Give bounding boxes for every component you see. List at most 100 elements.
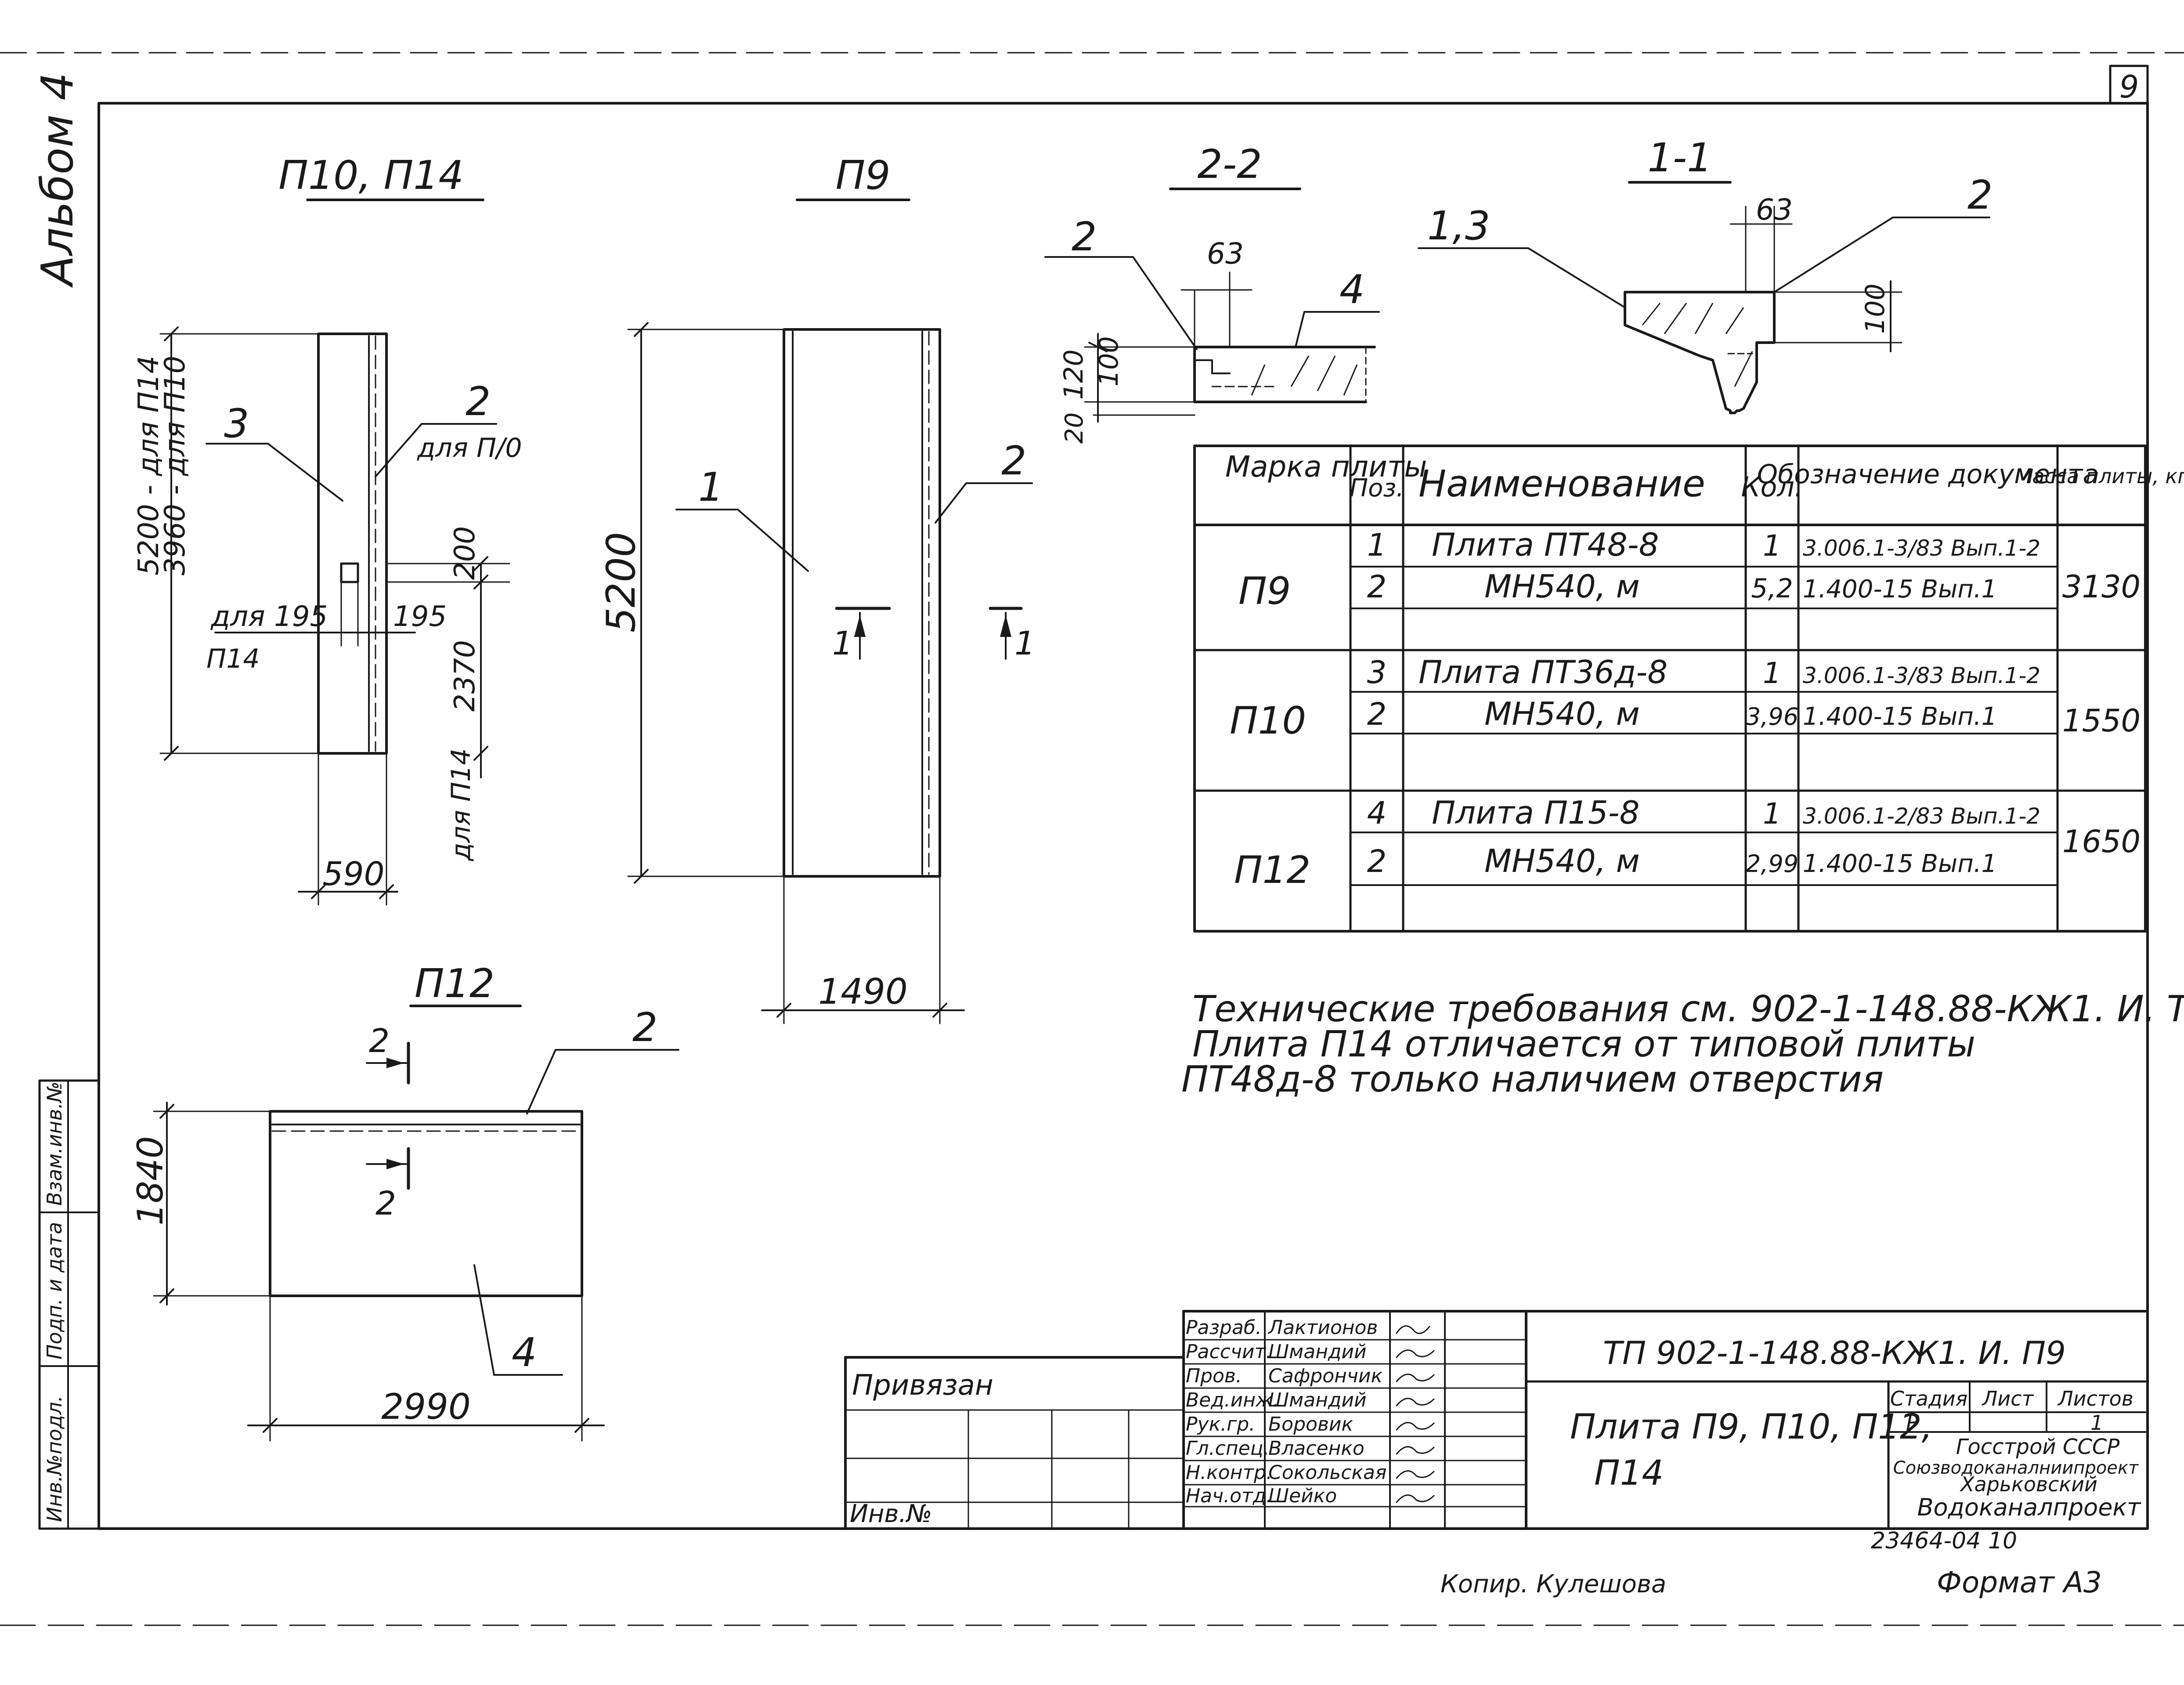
sec11-pos13: 1,3: [1427, 203, 1490, 249]
signer-name: Лактионов: [1267, 1316, 1378, 1339]
p10-dim-length-p10: 3960 - для П10: [159, 356, 191, 575]
p9-dim-width: 1490: [818, 971, 908, 1012]
spec-doc: 3.006.1-3/83 Вып.1-2: [1803, 535, 2040, 561]
title-block: [844, 1310, 2147, 1530]
section-1-1: 1-1: [1418, 135, 1990, 414]
p9-section-mark-right: 1: [1014, 625, 1035, 662]
role-label: Рук.гр.: [1186, 1413, 1255, 1436]
spec-header-qty: Кол.: [1741, 471, 1803, 503]
title-org1: Госстрой СССР: [1956, 1435, 2120, 1459]
p12-pos2: 2: [632, 1005, 657, 1051]
side-stamp: [38, 1079, 100, 1530]
p12-dim-length: 2990: [381, 1386, 471, 1427]
p12-pos4: 4: [512, 1330, 537, 1376]
spec-header-pos: Поз.: [1350, 474, 1404, 503]
signer-name: Шейко: [1268, 1485, 1337, 1507]
spec-header-doc: Обозначение документа: [1757, 459, 2099, 490]
p10-pos3: 3: [224, 401, 249, 447]
view-p9: П9: [627, 152, 1033, 1024]
spec-pos: 2: [1367, 696, 1387, 732]
spec-qty: 2,99: [1746, 850, 1798, 878]
p9-pos2: 2: [1001, 438, 1026, 484]
signer-name: Шмандий: [1268, 1341, 1367, 1363]
sec11-pos2: 2: [1967, 172, 1993, 218]
spec-mass-p10: 1550: [2062, 703, 2141, 739]
side-label-vzam: Взам.инв.№: [43, 1081, 66, 1206]
spec-name: МН540, м: [1484, 842, 1640, 879]
spec-header-name: Наименование: [1419, 462, 1705, 505]
sec22-pos2: 2: [1072, 214, 1097, 260]
spec-doc: 1.400-15 Вып.1: [1803, 575, 1997, 604]
spec-table: [1193, 445, 2147, 933]
spec-mass-p9: 3130: [2062, 569, 2141, 605]
p10-dim-hole-w: 195: [393, 600, 447, 633]
note-line: ПТ48д-8 только наличием отверстия: [1181, 1059, 1884, 1100]
title-sheets-header: Листов: [2057, 1387, 2133, 1410]
sec11-dim-100: 100: [1860, 283, 1891, 334]
role-label: Гл.спец.: [1186, 1437, 1270, 1460]
p10-dim-length-p14: 5200 - для П14: [133, 356, 165, 575]
signer-name: Боровик: [1268, 1413, 1353, 1436]
view-title-p9: П9: [836, 152, 891, 199]
title-org4: Водоканалпроект: [1917, 1493, 2142, 1521]
title-org3: Харьковский: [1960, 1472, 2097, 1496]
spec-qty: 5,2: [1751, 573, 1793, 604]
role-label: Пров.: [1186, 1365, 1242, 1387]
signer-name: Сокольская: [1268, 1461, 1386, 1484]
title-org2: Союзводоканалниипроект: [1893, 1458, 2139, 1478]
title-format: Формат А3: [1937, 1566, 2102, 1599]
view-title-p10-p14: П10, П14: [278, 152, 464, 199]
title-privyazan: Привязан: [852, 1369, 993, 1402]
title-doc-no: 23464-04 10: [1871, 1528, 2017, 1554]
spec-name: Плита ПТ36д-8: [1419, 654, 1668, 691]
spec-doc: 1.400-15 Вып.1: [1803, 850, 1997, 878]
signer-name: Шмандий: [1268, 1389, 1367, 1411]
spec-pos: 2: [1367, 569, 1387, 605]
spec-header-mark-1: Марка плиты: [1225, 450, 1427, 484]
spec-name: Плита ПТ48-8: [1432, 526, 1659, 563]
spec-pos: 4: [1367, 795, 1387, 831]
p10-dim-hole-h: 200: [449, 526, 481, 580]
sec22-dim-20: 20: [1060, 412, 1089, 444]
sec22-dim-63: 63: [1207, 237, 1244, 271]
role-label: Нач.отд.: [1186, 1485, 1272, 1507]
sec22-dim-100: 100: [1094, 336, 1124, 387]
spec-name: МН540, м: [1484, 695, 1640, 732]
view-p10-p14: П10, П14: [159, 152, 510, 906]
p10-dim-hole-left2: П14: [206, 644, 260, 674]
p12-section-mark-top: 2: [369, 1022, 390, 1060]
note-line: Плита П14 отличается от типовой плиты: [1192, 1023, 1975, 1065]
title-code: ТП 902-1-148.88-КЖ1. И. П9: [1603, 1334, 2066, 1371]
p10-pos2-note: для П/0: [417, 433, 522, 463]
p9-pos1: 1: [698, 464, 723, 510]
p10-dim-hole-y: 2370: [449, 640, 481, 712]
sec22-pos4: 4: [1339, 267, 1365, 313]
p10-dim-width: 590: [322, 855, 384, 893]
section-title-2-2: 2-2: [1198, 141, 1262, 188]
p9-dim-length: 5200: [598, 532, 644, 633]
spec-doc: 3.006.1-3/83 Вып.1-2: [1803, 663, 2040, 688]
title-stage: Р: [1906, 1410, 1920, 1435]
title-name-line1: Плита П9, П10, П12,: [1570, 1407, 1932, 1447]
spec-doc: 3.006.1-2/83 Вып.1-2: [1803, 803, 2040, 829]
spec-doc: 1.400-15 Вып.1: [1803, 702, 1997, 731]
p10-dim-for-p14: для П14: [446, 748, 477, 861]
spec-mark-p9: П9: [1238, 569, 1291, 613]
spec-qty: 1: [1763, 529, 1781, 563]
title-inv-no: Инв.№: [850, 1500, 932, 1528]
title-copied: Копир. Кулешова: [1440, 1570, 1666, 1598]
spec-mass-p12: 1650: [2062, 824, 2141, 860]
sec22-dim-120: 120: [1058, 349, 1089, 400]
view-title-p12: П12: [415, 961, 495, 1007]
p12-section-mark-bottom: 2: [375, 1185, 396, 1222]
p12-dim-width: 1840: [130, 1136, 171, 1226]
spec-qty: 1: [1763, 656, 1781, 690]
view-p12: П12: [153, 961, 679, 1442]
section-2-2: 2-2: [1044, 141, 1380, 423]
role-label: Рассчит.: [1186, 1341, 1272, 1363]
sec11-dim-63: 63: [1756, 193, 1793, 227]
spec-name: МН540, м: [1484, 568, 1640, 605]
role-label: Н.контр.: [1186, 1461, 1272, 1484]
p9-section-mark-left: 1: [832, 625, 853, 662]
spec-qty: 3,96: [1746, 703, 1798, 730]
